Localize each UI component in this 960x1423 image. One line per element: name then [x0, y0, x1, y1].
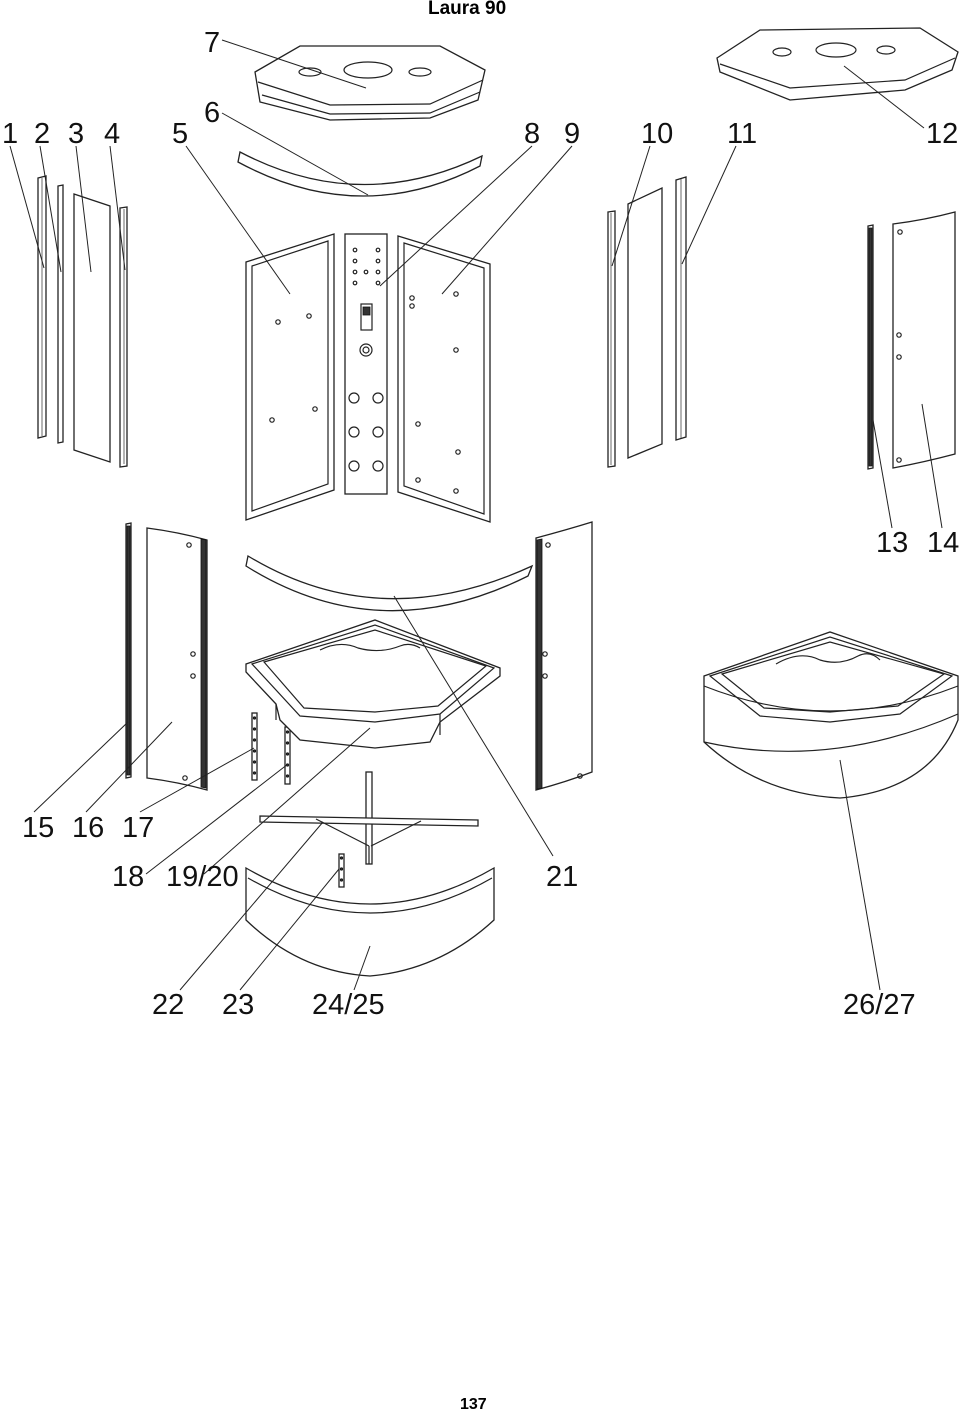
roof-panel-right: [716, 27, 959, 101]
nozzle-dot: [352, 247, 358, 253]
nozzle-dot: [375, 280, 381, 286]
bracket-hole: [252, 760, 257, 764]
curved-bottom-rail: [245, 554, 534, 612]
callout-15: 15: [22, 812, 54, 844]
curved-top-rail: [237, 151, 483, 197]
bracket-hole: [252, 716, 257, 720]
callout-19-20: 19/20: [166, 861, 239, 893]
bracket-hole: [252, 771, 257, 775]
callout-4: 4: [104, 118, 120, 150]
callout-21: 21: [546, 861, 578, 893]
callout-22: 22: [152, 989, 184, 1021]
bracket-hole: [285, 774, 290, 778]
bracket-hole: [252, 749, 257, 753]
callout-18: 18: [112, 861, 144, 893]
curved-panel-13-14: [867, 211, 956, 470]
bracket-hole: [339, 878, 344, 882]
callout-9: 9: [564, 118, 580, 150]
assembled-tray: [703, 631, 959, 799]
callout-2: 2: [34, 118, 50, 150]
callout-14: 14: [927, 527, 959, 559]
page-title: Laura 90: [428, 0, 507, 19]
bracket-hole: [339, 856, 344, 860]
callout-12: 12: [926, 118, 958, 150]
left-door-profiles: [37, 175, 128, 468]
nozzle-dot: [363, 269, 369, 275]
bracket-hole: [339, 867, 344, 871]
nozzle-dot: [352, 258, 358, 264]
callout-8: 8: [524, 118, 540, 150]
bracket-hole: [252, 727, 257, 731]
callout-13: 13: [876, 527, 908, 559]
nozzle-dot: [375, 247, 381, 253]
mounting-brackets: [251, 712, 345, 888]
nozzle-dot: [352, 269, 358, 275]
tray-support-frame: [259, 771, 479, 865]
bracket-hole: [285, 752, 290, 756]
tray-apron-panel: [245, 866, 495, 977]
callout-1: 1: [2, 118, 18, 150]
callout-11: 11: [727, 118, 757, 150]
roof-panel-left: [254, 45, 486, 121]
nozzle-dot: [375, 269, 381, 275]
page-number: 137: [460, 1396, 487, 1413]
callout-5: 5: [172, 118, 188, 150]
callout-labels: 1 2 3 4 5 6 7 8 9 10 11 12 13 14 15 16 1…: [2, 27, 959, 1021]
callout-7: 7: [204, 27, 220, 59]
curved-panel-15-16: [125, 522, 208, 791]
callout-16: 16: [72, 812, 104, 844]
callout-3: 3: [68, 118, 84, 150]
curved-panel-right: [535, 521, 593, 791]
back-panel-left: [245, 233, 335, 521]
nozzle-dot: [375, 258, 381, 264]
callout-6: 6: [204, 97, 220, 129]
callout-17: 17: [122, 812, 154, 844]
right-door-profiles: [607, 176, 687, 468]
callout-23: 23: [222, 989, 254, 1021]
callout-10: 10: [641, 118, 673, 150]
callout-26-27: 26/27: [843, 989, 916, 1021]
back-panel-right: [397, 235, 491, 523]
bracket-hole: [252, 738, 257, 742]
leader-lines: [9, 39, 943, 991]
control-column: [344, 233, 388, 495]
nozzle-dot: [352, 280, 358, 286]
bracket-hole: [285, 730, 290, 734]
bracket-hole: [285, 741, 290, 745]
callout-24-25: 24/25: [312, 989, 385, 1021]
shower-tray: [245, 619, 501, 749]
